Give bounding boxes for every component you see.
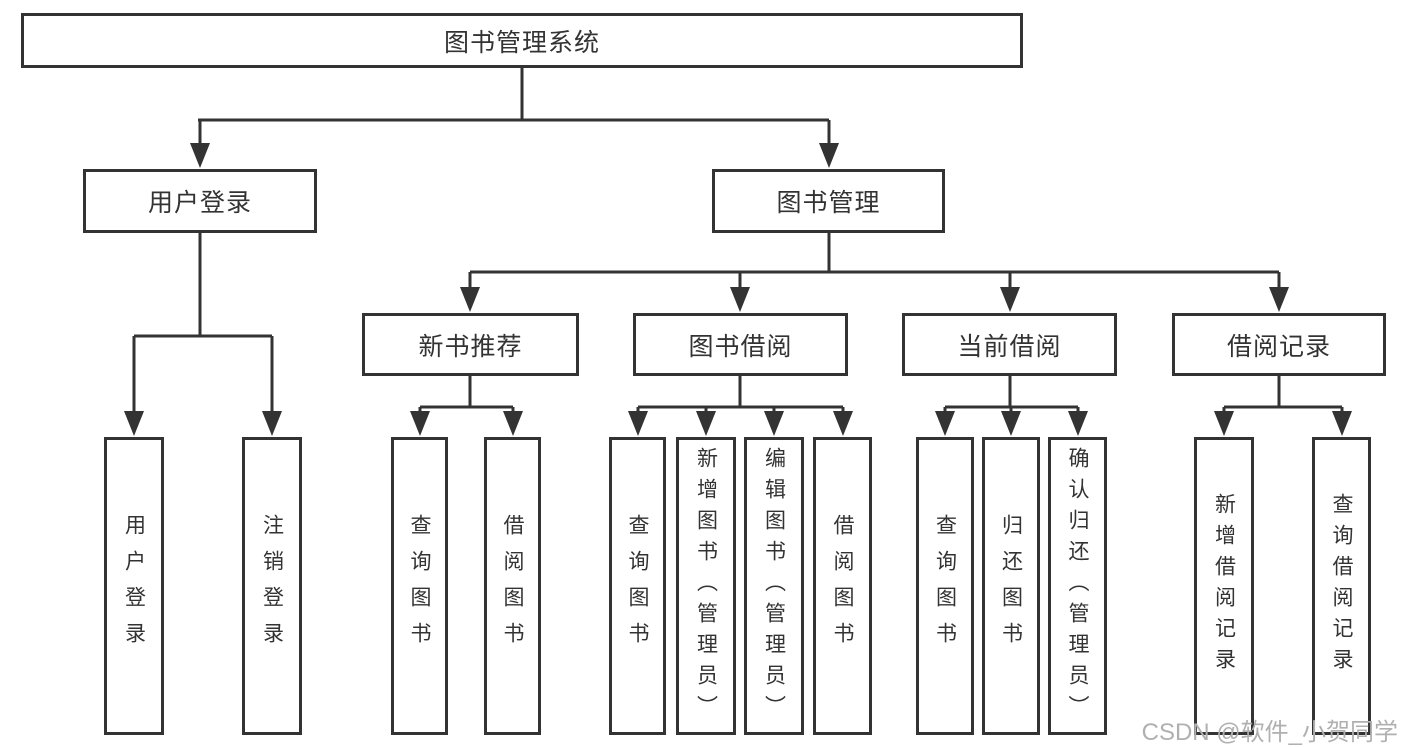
leaf-query-books-recommend: 查询图书 xyxy=(391,437,448,735)
node-label: 借阅图书 xyxy=(501,514,524,658)
arrowhead xyxy=(730,287,750,312)
leaf-edit-books-admin: 编辑图书（管理员） xyxy=(744,437,804,735)
node-book-borrowing: 图书借阅 xyxy=(633,313,848,376)
node-label: 查询图书 xyxy=(626,514,649,658)
node-label: 查询图书 xyxy=(933,514,957,658)
arrowhead xyxy=(124,411,144,436)
arrowhead xyxy=(1000,287,1020,312)
arrowhead xyxy=(833,411,853,436)
node-current-borrowing: 当前借阅 xyxy=(902,313,1117,376)
node-library-management-system: 图书管理系统 xyxy=(21,13,1023,68)
arrowhead xyxy=(1214,411,1234,436)
connector-user-login-to-leaves xyxy=(132,233,274,414)
leaf-add-borrow-record: 新增借阅记录 xyxy=(1194,437,1254,735)
node-new-book-recommendation: 新书推荐 xyxy=(362,313,579,376)
leaf-user-login: 用户登录 xyxy=(104,437,164,735)
node-label: 确认归还（管理员） xyxy=(1066,446,1089,726)
arrowhead xyxy=(1001,411,1021,436)
connector-borrowing-records-to-leaves xyxy=(1222,376,1344,414)
csdn-watermark: CSDN @软件_小贺同学 xyxy=(1141,719,1398,746)
leaf-add-books-admin: 新增图书（管理员） xyxy=(676,437,736,735)
node-borrowing-records: 借阅记录 xyxy=(1172,313,1386,376)
connector-new-book-to-leaves xyxy=(418,376,515,414)
leaf-confirm-return-admin: 确认归还（管理员） xyxy=(1048,437,1107,735)
arrowhead xyxy=(696,411,716,436)
leaf-borrow-books-borrowing: 借阅图书 xyxy=(813,437,872,735)
arrowhead xyxy=(190,143,210,168)
node-label: 图书借阅 xyxy=(688,332,793,361)
leaf-query-books-current: 查询图书 xyxy=(916,437,974,735)
arrowhead xyxy=(262,411,282,436)
node-label: 用户登录 xyxy=(122,514,146,658)
leaf-return-books: 归还图书 xyxy=(982,437,1040,735)
node-user-login: 用户登录 xyxy=(83,169,317,233)
node-label: 新增图书（管理员） xyxy=(694,446,718,726)
node-label: 新书推荐 xyxy=(418,332,523,361)
node-label: 图书管理系统 xyxy=(443,28,600,57)
arrowhead xyxy=(819,143,839,168)
node-label: 注销登录 xyxy=(260,514,284,658)
node-label: 查询借阅记录 xyxy=(1330,493,1353,679)
node-label: 查询图书 xyxy=(408,514,431,658)
leaf-borrow-books-recommend: 借阅图书 xyxy=(484,437,541,735)
node-label: 归还图书 xyxy=(999,514,1023,658)
arrowhead xyxy=(503,411,523,436)
arrowhead xyxy=(1332,411,1352,436)
node-label: 借阅图书 xyxy=(831,514,854,658)
node-label: 新增借阅记录 xyxy=(1212,493,1236,679)
connector-book-borrowing-to-leaves xyxy=(636,376,845,414)
connector-book-management-to-level3 xyxy=(468,233,1281,290)
node-label: 用户登录 xyxy=(147,189,252,217)
arrowhead xyxy=(460,287,480,312)
arrowhead xyxy=(410,411,430,436)
connector-root-to-level2 xyxy=(198,68,831,146)
arrowhead xyxy=(935,411,955,436)
leaf-logout-login: 注销登录 xyxy=(242,437,302,735)
arrowhead xyxy=(628,411,648,436)
node-book-management: 图书管理 xyxy=(712,169,945,233)
arrowhead xyxy=(1269,287,1289,312)
leaf-query-books-borrowing: 查询图书 xyxy=(609,437,666,735)
connector-current-borrowing-to-leaves xyxy=(943,376,1080,414)
node-label: 当前借阅 xyxy=(957,332,1062,361)
leaf-query-borrow-record: 查询借阅记录 xyxy=(1312,437,1371,735)
arrowhead xyxy=(764,411,784,436)
arrowhead xyxy=(1068,411,1088,436)
node-label: 图书管理 xyxy=(776,189,881,217)
node-label: 借阅记录 xyxy=(1226,332,1331,361)
node-label: 编辑图书（管理员） xyxy=(762,446,786,726)
